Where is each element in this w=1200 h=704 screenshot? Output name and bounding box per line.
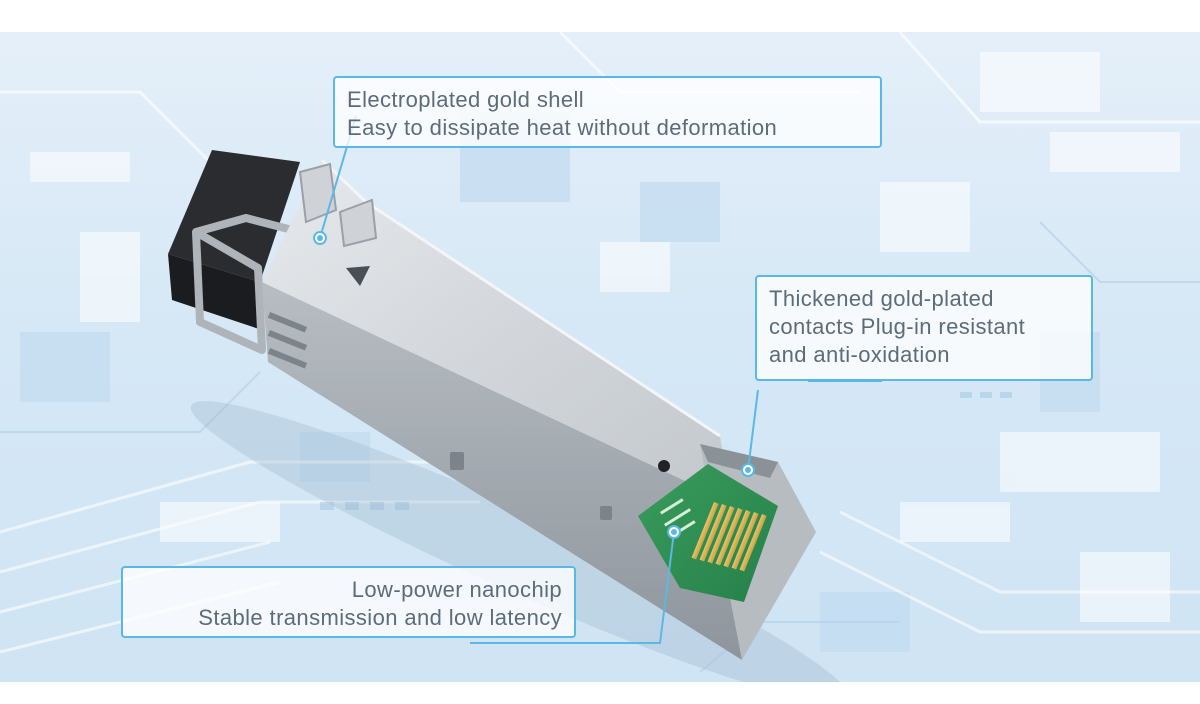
triangle-mark [346,266,370,286]
callout-shell-line2: Easy to dissipate heat without deformati… [347,115,778,140]
gold-contacts [691,502,767,572]
module-side-face [262,282,742,660]
module-shadow [190,401,850,682]
callout-chip: Low-power nanochip Stable transmission a… [121,566,576,638]
callout-contacts-line2: contacts Plug-in resistant [769,314,1026,339]
callout-chip-line2: Stable transmission and low latency [198,605,562,630]
circuit-background [0,32,1200,673]
bail-latch [192,214,302,354]
callout-chip-line1: Low-power nanochip [351,577,562,602]
sfp-module-illustration [168,115,882,682]
side-vents [267,311,612,520]
callout-shell: Electroplated gold shell Easy to dissipa… [333,76,882,148]
module-top-face [262,160,730,502]
connector-block [168,150,300,330]
callout-contacts: Thickened gold-plated contacts Plug-in r… [755,275,1093,381]
top-clips [298,162,378,248]
product-hero-image: Electroplated gold shell Easy to dissipa… [0,32,1200,682]
callout-contacts-line1: Thickened gold-plated [769,286,994,311]
callout-shell-line1: Electroplated gold shell [347,87,585,112]
callout-contacts-line3: and anti-oxidation [769,342,950,367]
callout-dots [313,231,755,539]
